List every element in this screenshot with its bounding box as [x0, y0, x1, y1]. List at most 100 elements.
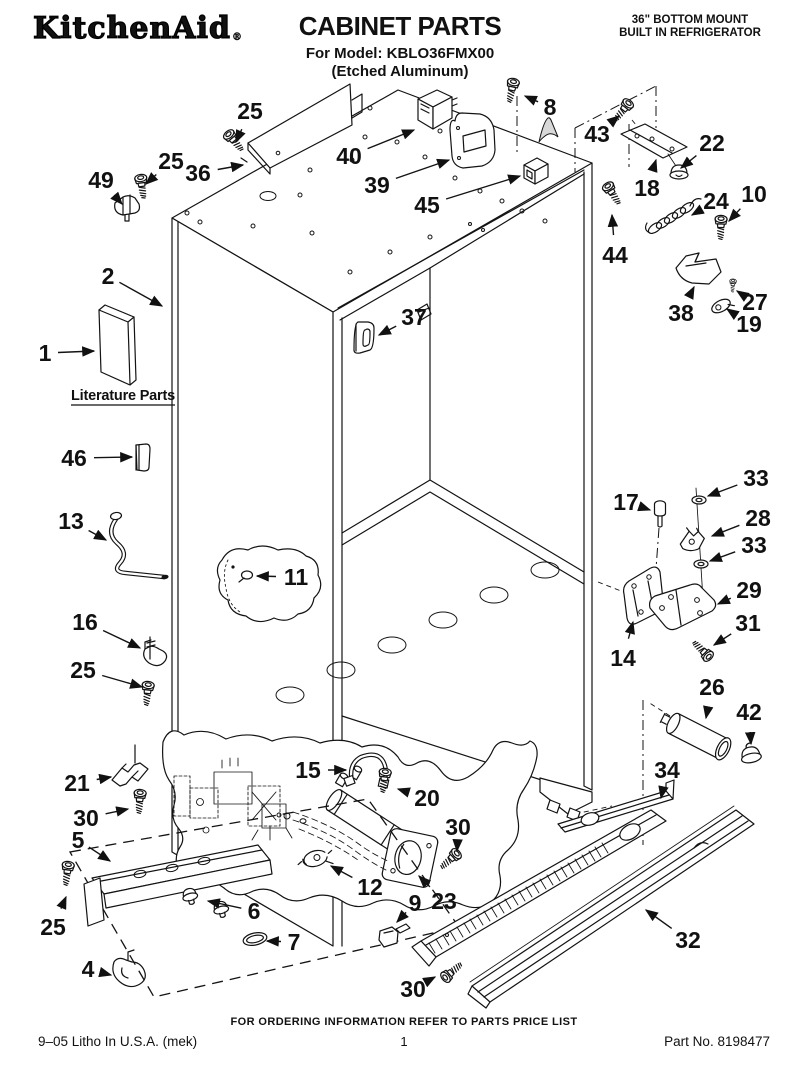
callout-25: 25 [40, 895, 67, 940]
grommet-22 [669, 164, 689, 180]
clamp-16 [143, 636, 168, 667]
product-line-2: BUILT IN REFRIGERATOR [619, 27, 761, 39]
svg-text:36: 36 [185, 160, 211, 186]
hinge-plate-18 [620, 123, 688, 167]
callout-30: 30 [445, 814, 471, 853]
callout-16: 16 [72, 609, 142, 649]
cover-plug-37 [353, 321, 375, 354]
callout-1: 1 [39, 340, 96, 366]
svg-text:13: 13 [58, 508, 84, 534]
callout-43: 43 [584, 115, 621, 147]
cam-28 [679, 527, 705, 552]
svg-text:25: 25 [70, 657, 96, 683]
page-title: CABINET PARTS [298, 11, 502, 41]
svg-text:30: 30 [73, 805, 99, 831]
hinge-cam [538, 117, 559, 143]
svg-text:17: 17 [613, 489, 639, 515]
callout-18: 18 [634, 158, 660, 201]
callout-34: 34 [654, 757, 680, 800]
svg-text:7: 7 [288, 929, 301, 955]
callout-23: 23 [418, 875, 457, 914]
switch-45 [523, 157, 549, 185]
svg-text:23: 23 [431, 888, 457, 914]
callout-11: 11 [255, 564, 309, 590]
svg-text:40: 40 [336, 143, 362, 169]
svg-text:46: 46 [61, 445, 87, 471]
callout-33: 33 [706, 465, 769, 497]
callout-4: 4 [82, 956, 113, 982]
base-grille-32 [467, 805, 755, 1009]
callout-25: 25 [235, 98, 263, 144]
svg-text:26: 26 [699, 674, 725, 700]
callout-38: 38 [668, 285, 695, 326]
screw-10 [713, 214, 728, 241]
callout-19: 19 [725, 308, 762, 337]
screw-44 [600, 179, 625, 208]
drain-tube-13 [109, 511, 169, 580]
svg-text:20: 20 [414, 785, 440, 811]
callout-17: 17 [613, 489, 652, 515]
hose-clamp-12 [297, 849, 334, 868]
screw-27 [728, 278, 737, 293]
fold-mark [416, 303, 432, 321]
svg-text:11: 11 [284, 564, 309, 590]
cabinet-bottom-rail [539, 777, 593, 822]
callout-13: 13 [58, 508, 108, 541]
svg-text:15: 15 [295, 757, 321, 783]
callout-21: 21 [64, 770, 113, 796]
svg-text:38: 38 [668, 300, 694, 326]
svg-text:16: 16 [72, 609, 98, 635]
svg-text:34: 34 [654, 757, 680, 783]
vent-rail [411, 809, 667, 967]
title-block: CABINET PARTS For Model: KBLO36FMX00 (Et… [244, 11, 556, 80]
svg-text:9: 9 [409, 890, 422, 916]
washer-33b [693, 559, 709, 569]
callout-33: 33 [708, 532, 767, 562]
svg-text:1: 1 [39, 340, 52, 366]
ordering-note: FOR ORDERING INFORMATION REFER TO PARTS … [230, 1016, 578, 1028]
callout-25: 25 [70, 657, 144, 689]
svg-text:33: 33 [741, 532, 767, 558]
callout-8: 8 [523, 94, 557, 120]
svg-text:19: 19 [736, 311, 762, 337]
callout-25: 25 [145, 148, 184, 185]
rear-air-panel [240, 83, 363, 175]
svg-text:45: 45 [414, 192, 440, 218]
callout-27: 27 [735, 289, 768, 315]
svg-text:43: 43 [584, 121, 610, 147]
callout-31: 31 [712, 610, 761, 646]
gasket-7 [242, 932, 268, 946]
phantom-lines [432, 85, 704, 901]
callout-37: 37 [377, 304, 427, 336]
svg-text:24: 24 [703, 188, 729, 214]
svg-text:14: 14 [610, 645, 636, 671]
screw-30a [132, 788, 147, 815]
callout-14: 14 [610, 620, 636, 671]
finish-line: (Etched Aluminum) [331, 63, 469, 80]
screw-25c [139, 680, 156, 707]
callout-40: 40 [336, 129, 416, 169]
support-rail-34 [557, 779, 675, 833]
svg-text:6: 6 [248, 898, 261, 924]
svg-text:30: 30 [445, 814, 471, 840]
svg-text:4: 4 [82, 956, 95, 982]
svg-text:10: 10 [741, 181, 767, 207]
brand-text: KitchenAid [32, 10, 231, 46]
bracket-21 [111, 744, 149, 787]
clamp-4 [112, 949, 146, 988]
screw-8 [502, 76, 521, 104]
screw-25d [58, 860, 76, 887]
callout-36: 36 [185, 160, 245, 186]
svg-text:39: 39 [364, 172, 390, 198]
svg-text:25: 25 [158, 148, 184, 174]
callout-42: 42 [736, 699, 762, 746]
svg-text:18: 18 [634, 175, 660, 201]
screw-25a [221, 127, 248, 155]
literature-booklet [98, 304, 137, 386]
svg-text:30: 30 [400, 976, 426, 1002]
washer-33a [691, 495, 707, 505]
svg-text:21: 21 [64, 770, 90, 796]
relay-box-40 [417, 89, 458, 130]
callout-26: 26 [699, 674, 725, 720]
svg-text:49: 49 [88, 167, 114, 193]
